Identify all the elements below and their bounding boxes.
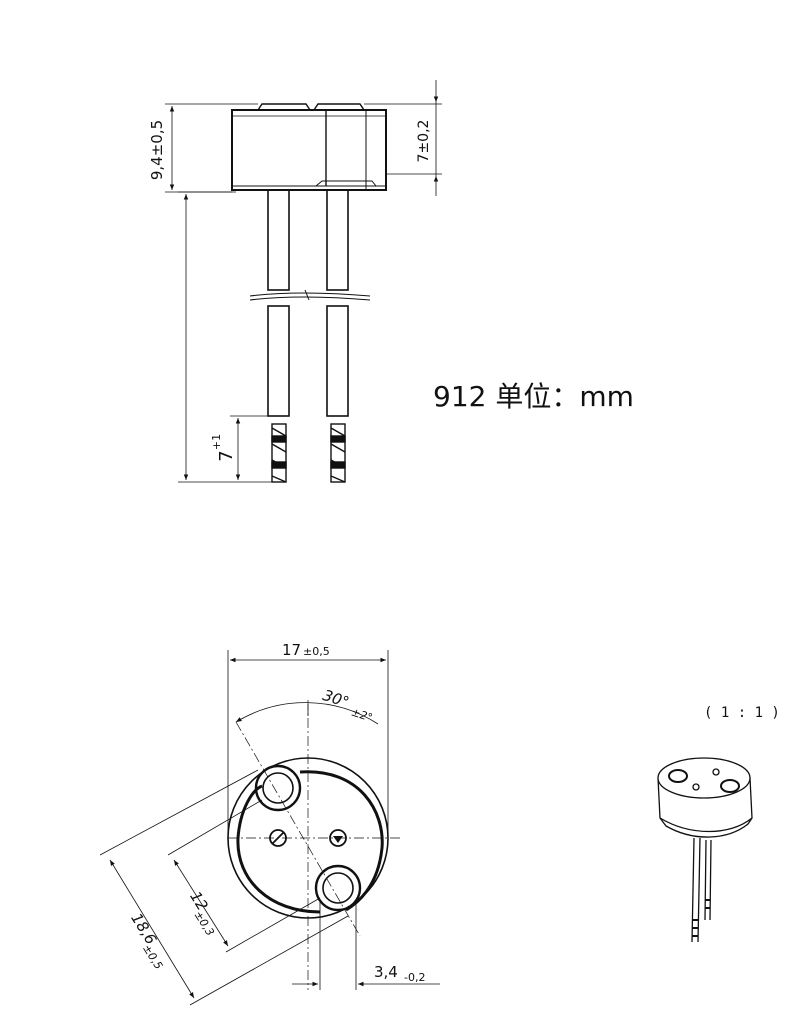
pin-marks (269, 829, 347, 847)
bottom-view (227, 700, 402, 990)
dim-hole-offset: 3,4 (374, 963, 398, 981)
dim-width-tol: ±0,5 (303, 645, 330, 658)
bottom-dimension-lines (99, 650, 440, 1006)
model-unit-label: 912 单位：mm (433, 380, 634, 413)
isometric-sketch (657, 757, 753, 943)
socket-rim (236, 770, 384, 914)
dim-lead-end-tol: +1 (210, 434, 223, 450)
dim-lead-end: 7 (216, 450, 237, 461)
dim-angle-tol: ±2° (349, 706, 374, 725)
dim-pin-spacing-tol: ±0,3 (191, 909, 216, 939)
dim-top-height: 7±0,2 (416, 120, 432, 163)
lead-wires (267, 189, 349, 417)
side-dimension-text: 9,4±0,5 7±0,2 7 +1 (148, 120, 432, 462)
dim-diagonal-tol: ±0,5 (140, 942, 165, 972)
break-mark (249, 289, 371, 301)
dim-hole-offset-tol: -0,2 (404, 971, 425, 984)
dim-body-height: 9,4±0,5 (148, 120, 166, 180)
contact-holes (254, 764, 362, 912)
dim-width: 17 (282, 641, 301, 659)
dim-angle: 30° (321, 686, 352, 711)
side-view (231, 103, 387, 483)
side-dimension-lines (165, 80, 442, 483)
housing-body (231, 109, 387, 191)
stripped-ends (271, 423, 346, 483)
dim-diagonal: 18,6 (127, 910, 160, 948)
bottom-dimension-text: 17 ±0,5 30° ±2° 12 ±0,3 18,6 ±0,5 3,4 -0… (127, 641, 425, 984)
scale-label: ( 1 : 1 ) (704, 705, 780, 721)
center-lines (228, 700, 402, 990)
